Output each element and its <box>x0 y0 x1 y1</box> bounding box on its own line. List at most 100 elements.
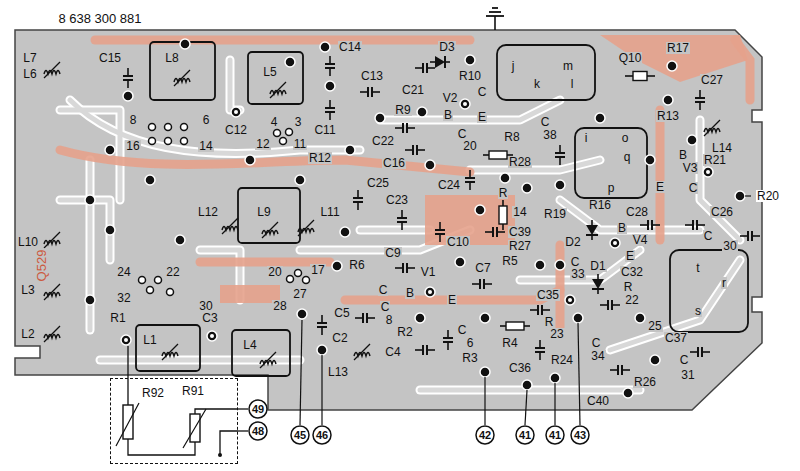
capacitor-plate <box>443 341 453 343</box>
capacitor-plate <box>397 221 407 223</box>
capacitor-symbol <box>353 190 363 210</box>
capacitor-plate <box>607 300 609 310</box>
solder-pad <box>455 257 465 267</box>
part-label: C22 <box>371 135 395 147</box>
part-label: D1 <box>589 260 606 272</box>
capacitor-lead <box>702 351 710 353</box>
solder-pad <box>332 261 342 271</box>
solder-pad <box>121 335 131 345</box>
capacitor-plate <box>651 220 653 230</box>
part-label: 14 <box>198 140 213 152</box>
capacitor-plate <box>465 177 475 179</box>
part-label: C13 <box>360 70 384 82</box>
terminal-circle-shape <box>313 426 331 444</box>
terminal-number: 49 <box>252 404 264 415</box>
wire-connector <box>238 430 248 431</box>
capacitor-symbol <box>610 365 630 375</box>
solder-mask-track <box>735 40 750 100</box>
resistor-label: R92 <box>141 387 165 399</box>
solder-pad <box>325 81 335 91</box>
part-label: L7 <box>22 52 37 64</box>
trace-edge <box>470 160 600 170</box>
capacitor-plate <box>617 365 619 375</box>
part-label: R5 <box>501 255 518 267</box>
part-label: R19 <box>543 208 567 220</box>
inductor-symbol <box>174 79 190 83</box>
part-label: Q529 <box>36 248 49 282</box>
solder-pad <box>703 167 713 177</box>
solder-pad <box>500 173 510 183</box>
trace-edge <box>230 60 240 110</box>
solder-mask-area <box>600 35 748 82</box>
part-label: 33 <box>570 268 585 280</box>
capacitor-lead <box>321 315 323 323</box>
part-label: R17 <box>666 42 690 54</box>
part-label: B <box>617 222 627 234</box>
part-label: C24 <box>437 179 461 191</box>
capacitor-symbol <box>640 220 660 230</box>
pad-drill <box>428 290 432 294</box>
inductor-symbol <box>44 335 60 339</box>
part-label: C7 <box>474 262 491 274</box>
part-label: L10 <box>17 236 39 248</box>
terminal-number: 41 <box>549 430 561 441</box>
inductor-symbol <box>44 71 60 75</box>
solder-pad <box>555 180 565 190</box>
capacitor-lead <box>697 224 705 226</box>
solder-pad <box>145 175 155 185</box>
capacitor-plate <box>647 220 649 230</box>
capacitor-plate <box>406 123 408 133</box>
solder-pad <box>231 107 241 117</box>
part-label: C27 <box>700 74 724 86</box>
solder-pad <box>425 287 435 297</box>
capacitor-symbol <box>325 56 335 76</box>
pad-hole <box>280 138 287 145</box>
part-label: D3 <box>438 41 455 53</box>
part-label: 24 <box>116 266 131 278</box>
part-label: C2 <box>331 332 348 344</box>
pad-hole <box>167 289 174 296</box>
part-label: R <box>498 187 509 199</box>
inductor-core-arrow <box>298 220 314 236</box>
part-label: V1 <box>420 266 437 278</box>
resistor-lead <box>483 154 489 156</box>
part-label: E <box>447 294 457 306</box>
capacitor-symbol <box>443 330 453 350</box>
capacitor-lead <box>485 231 493 233</box>
part-label: C <box>457 324 468 336</box>
part-label: C4 <box>384 346 401 358</box>
copper-trace <box>230 60 240 110</box>
pad-hole <box>295 270 302 277</box>
capacitor-plate <box>695 101 705 103</box>
trace-edge <box>700 120 740 240</box>
pad-hole <box>149 138 156 145</box>
part-label: L6 <box>22 68 37 80</box>
part-label: C12 <box>224 124 248 136</box>
part-label: R <box>623 281 634 293</box>
part-label: 31 <box>680 369 695 381</box>
capacitor-plate <box>697 347 699 357</box>
trace-edge <box>86 160 95 330</box>
trimmer-wiper <box>116 403 206 448</box>
capacitor-lead <box>329 68 331 76</box>
capacitor-plate <box>555 156 565 158</box>
inductor-symbol <box>270 91 286 95</box>
inductor-symbol <box>298 229 314 233</box>
part-label: R2 <box>396 326 413 338</box>
pad-drill <box>210 334 214 338</box>
junction-dot <box>218 453 222 457</box>
part-label: C16 <box>382 157 406 169</box>
pad-hole <box>287 276 294 283</box>
part-label: C25 <box>366 177 390 189</box>
part-label: R28 <box>508 156 532 168</box>
solder-pad <box>207 331 217 341</box>
capacitor-lead <box>740 235 748 237</box>
part-label: Q10 <box>618 52 643 64</box>
capacitor-plate <box>535 351 545 353</box>
capacitor-lead <box>542 309 550 311</box>
capacitor-lead <box>447 342 449 350</box>
pad-hole <box>147 287 154 294</box>
solder-pad <box>535 260 545 270</box>
part-label: L3 <box>20 284 35 296</box>
part-label: C5 <box>333 307 350 319</box>
